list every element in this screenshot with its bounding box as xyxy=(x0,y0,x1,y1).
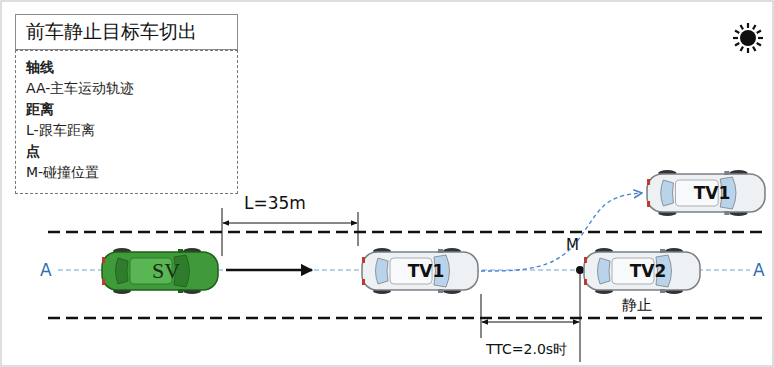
legend-box: 轴线AA-主车运动轨迹距离L-跟车距离点M-碰撞位置 xyxy=(15,50,238,194)
dimension-tick xyxy=(481,294,482,338)
motion-arrow xyxy=(226,269,312,272)
vehicle: TV2 xyxy=(582,248,702,294)
axis-label: A xyxy=(38,260,54,280)
mirror xyxy=(438,289,443,293)
legend-heading: 轴线 xyxy=(26,57,227,78)
tail-light xyxy=(362,257,365,263)
legend-item: AA-主车运动轨迹 xyxy=(26,78,227,99)
dimension-line xyxy=(482,322,579,323)
tail-light xyxy=(102,279,105,285)
rear-window xyxy=(116,258,129,284)
tail-light xyxy=(102,257,105,263)
mirror xyxy=(438,249,443,253)
sun-ray xyxy=(747,48,749,53)
rear-window xyxy=(661,180,674,206)
car-body xyxy=(584,252,700,290)
tail-light xyxy=(584,257,587,263)
dimension-tick xyxy=(580,272,581,362)
car-body xyxy=(102,252,218,290)
mirror xyxy=(724,171,729,175)
mirror xyxy=(660,249,665,253)
state-label: 静止 xyxy=(622,296,652,315)
title-box: 前车静止目标车切出 xyxy=(15,14,238,50)
dimension-label: L=35m xyxy=(244,193,306,213)
sun-ray xyxy=(757,43,761,46)
tail-light xyxy=(647,179,650,185)
sun-ray xyxy=(741,47,744,51)
vehicle-label: SV xyxy=(152,258,180,284)
vehicle-label: TV1 xyxy=(694,183,731,203)
sun-ray xyxy=(741,25,744,29)
legend-item: L-跟车距离 xyxy=(26,120,227,141)
vehicle: TV1 xyxy=(360,248,480,294)
sun-ray xyxy=(753,47,756,51)
legend-item: M-碰撞位置 xyxy=(26,162,227,183)
sun-ray xyxy=(753,25,756,29)
mirror xyxy=(178,249,183,253)
dimension-line xyxy=(223,223,357,224)
dimension-tick xyxy=(222,208,223,256)
sun-ray xyxy=(747,23,749,28)
vehicle: TV1 xyxy=(645,170,767,216)
car-body xyxy=(647,174,765,212)
rear-window xyxy=(598,258,611,284)
mirror xyxy=(724,211,729,215)
sun-ray xyxy=(758,37,763,39)
legend-heading: 点 xyxy=(26,141,227,162)
sun-ray xyxy=(735,43,739,46)
rear-window xyxy=(376,258,389,284)
dimension-tick xyxy=(358,212,359,246)
tail-light xyxy=(584,279,587,285)
sun-ray xyxy=(757,31,761,34)
sun-ray xyxy=(733,37,738,39)
tail-light xyxy=(362,279,365,285)
mirror xyxy=(660,289,665,293)
vehicle-label: TV2 xyxy=(630,261,667,281)
sun-icon xyxy=(733,23,763,53)
dimension-label: TTC=2.0s时 xyxy=(486,341,567,359)
title-text: 前车静止目标车切出 xyxy=(26,19,197,45)
lane-line xyxy=(48,231,762,234)
car-body xyxy=(362,252,478,290)
legend-heading: 距离 xyxy=(26,99,227,120)
vehicle: SV xyxy=(100,248,220,294)
tail-light xyxy=(647,201,650,207)
sun-ray xyxy=(735,31,739,34)
vehicle-label: TV1 xyxy=(408,261,445,281)
axis-label: A xyxy=(751,260,767,280)
mirror xyxy=(178,289,183,293)
collision-point xyxy=(576,266,584,274)
lane-line xyxy=(48,317,762,320)
point-label: M xyxy=(566,236,579,254)
